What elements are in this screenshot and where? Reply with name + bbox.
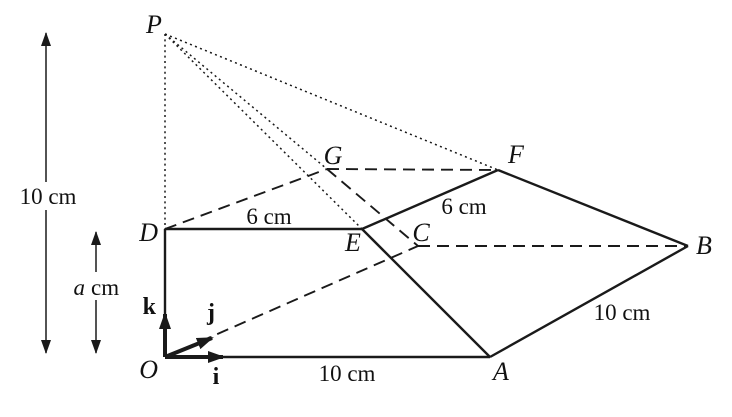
edge-FB-solid: [497, 168, 689, 248]
edge-EA-solid: [361, 228, 491, 358]
edge-AB-length-label: 10 cm: [594, 300, 651, 325]
edge-DG-dashed: [164, 168, 328, 230]
total-height-label: 10 cm: [20, 184, 77, 209]
edge-OA-length-label: 10 cm: [319, 361, 376, 386]
edge-AB-solid: [489, 244, 689, 359]
partial-height-value-label: a: [74, 275, 86, 300]
edge-PF-dotted: [164, 33, 499, 171]
unit-vector-k-label: k: [143, 294, 157, 320]
vertex-label-A: A: [491, 357, 509, 386]
edge-PG-dotted: [164, 33, 328, 170]
unit-vector-j-arrow: [164, 336, 214, 359]
vertex-label-C: C: [412, 218, 430, 247]
partial-height-label-backing: [66, 272, 122, 300]
partial-height-unit-label: cm: [91, 275, 119, 300]
unit-vector-j-label: j: [206, 300, 215, 326]
vertex-label-E: E: [344, 228, 361, 257]
edge-PE-dotted: [164, 33, 363, 230]
edge-GF-dashed: [326, 168, 499, 171]
edge-EF-solid: [361, 168, 499, 231]
total-height-label-backing: [16, 182, 82, 210]
edge-EF-length-label: 6 cm: [441, 194, 486, 219]
vertex-label-F: F: [507, 140, 525, 169]
vertex-label-B: B: [696, 231, 712, 260]
unit-vector-i-label: i: [213, 364, 220, 390]
solid-edges-layer: [163, 33, 689, 359]
vertex-label-P: P: [145, 10, 162, 39]
vertex-label-G: G: [324, 141, 343, 170]
edge-GC-dashed: [326, 168, 419, 247]
edge-DE-length-label: 6 cm: [246, 204, 291, 229]
vertex-label-D: D: [138, 218, 158, 247]
vertex-label-O: O: [139, 355, 158, 384]
